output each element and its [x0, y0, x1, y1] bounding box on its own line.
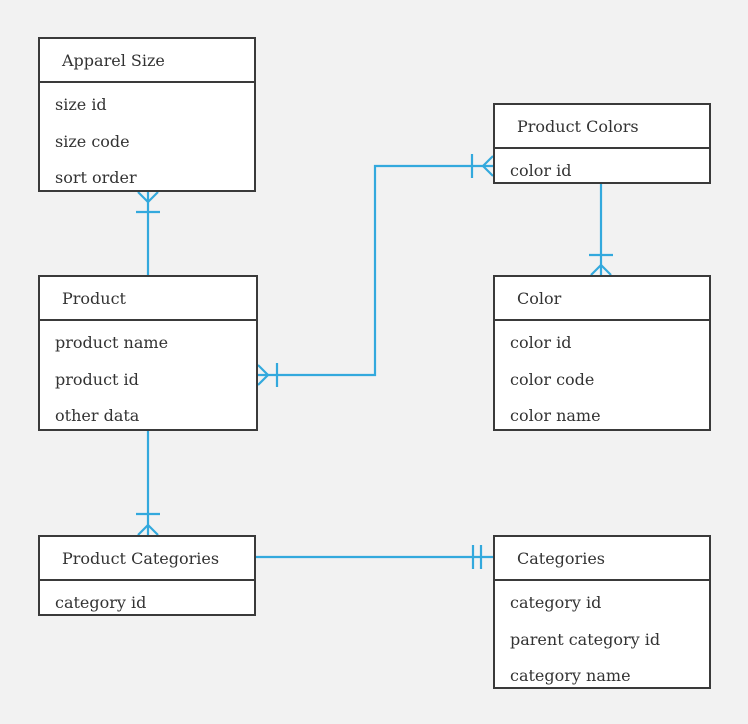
- entity-product[interactable]: Product product name product id other da…: [38, 275, 258, 431]
- entity-title: Product Categories: [40, 537, 254, 581]
- entity-categories[interactable]: Categories category id parent category i…: [493, 535, 711, 689]
- attribute-sort-order: sort order: [55, 168, 137, 187]
- entity-title: Categories: [495, 537, 709, 581]
- attribute-category-name: category name: [510, 666, 631, 685]
- entity-title: Product: [40, 277, 256, 321]
- connector-product-colors-color: [589, 184, 613, 276]
- attribute-product-id: product id: [55, 369, 139, 389]
- attribute-color-id: color id: [510, 333, 572, 352]
- attribute-color-id: color id: [510, 161, 572, 180]
- connector-product-product-categories: [136, 431, 160, 536]
- attribute-parent-category-id: parent category id: [510, 629, 661, 649]
- entity-title: Color: [495, 277, 709, 321]
- attribute-size-code: size code: [55, 131, 130, 151]
- connector-apparel-size-product: [136, 191, 160, 275]
- attribute-other-data: other data: [55, 406, 140, 425]
- attribute-color-name: color name: [510, 406, 601, 425]
- attribute-category-id: category id: [510, 593, 602, 612]
- entity-title: Product Colors: [495, 105, 709, 149]
- connector-product-product-colors: [257, 154, 494, 387]
- entity-title: Apparel Size: [40, 39, 254, 83]
- attribute-category-id: category id: [55, 593, 147, 612]
- attribute-size-id: size id: [55, 95, 107, 114]
- entity-product-categories[interactable]: Product Categories category id: [38, 535, 256, 616]
- entity-product-colors[interactable]: Product Colors color id: [493, 103, 711, 184]
- attribute-color-code: color code: [510, 369, 595, 389]
- entity-color[interactable]: Color color id color code color name: [493, 275, 711, 431]
- attribute-product-name: product name: [55, 333, 169, 352]
- connector-product-categories-categories: [256, 545, 493, 569]
- entity-apparel-size[interactable]: Apparel Size size id size code sort orde…: [38, 37, 256, 192]
